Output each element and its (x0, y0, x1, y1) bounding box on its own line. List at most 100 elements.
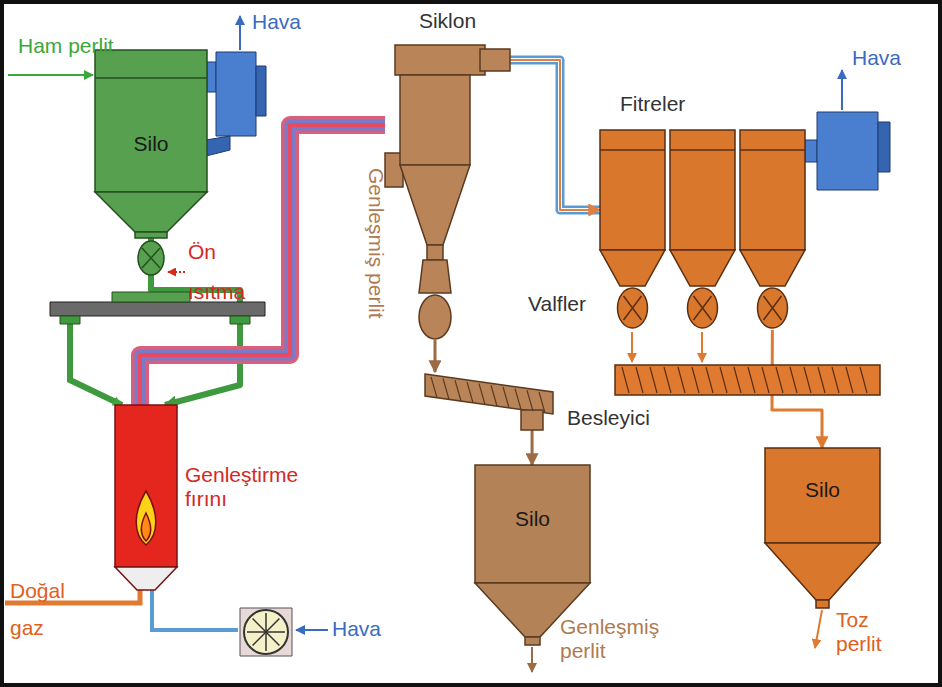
expansion-furnace: Genleştirme fırını (115, 405, 177, 590)
screw-flight (650, 367, 657, 393)
node-label: Fitreler (620, 92, 780, 116)
shape-part (135, 232, 167, 238)
pipe-stroke (510, 60, 600, 210)
shape-part (670, 149, 735, 151)
part-label: Genleşmiş perlit (364, 168, 388, 319)
blower-motor (256, 66, 266, 116)
feed-pipe (70, 318, 122, 405)
pipe-connector (532, 430, 533, 465)
part-label: Hava (252, 10, 301, 34)
screw-flight (491, 385, 497, 406)
node-label: Silo (765, 478, 880, 502)
shape-part (816, 600, 829, 608)
shape-part (480, 49, 510, 71)
part-label: Valfler (528, 292, 586, 316)
shape-part (419, 260, 451, 293)
node-label: Silo (95, 132, 207, 156)
node-label: Genleştirme fırını (185, 463, 315, 511)
part-label: Ön ısıtma (188, 232, 263, 312)
screw-flight (818, 367, 825, 393)
node-shape (385, 45, 510, 340)
shape-part (670, 130, 735, 250)
fan-blade (266, 619, 279, 632)
pipe-stroke (510, 60, 600, 210)
node-shape (600, 130, 805, 330)
screw-flight (479, 384, 485, 405)
shape-part (740, 149, 805, 151)
rotary-valve-cross (142, 248, 160, 268)
screw-flight (762, 367, 769, 393)
shape-part (395, 45, 485, 75)
shape-part (740, 250, 805, 286)
shape-part (95, 50, 207, 192)
part-label: Ham perlit (18, 34, 114, 58)
shape-part (142, 513, 151, 541)
screw-feeder: Besleyici (425, 372, 560, 430)
air-arrow (841, 70, 843, 110)
screw-flight (846, 367, 853, 393)
screw-flight (860, 367, 867, 393)
node-shape (115, 405, 177, 590)
fan-blade (253, 632, 266, 645)
pipe-stroke (433, 340, 436, 372)
discharge-arrow (701, 332, 703, 362)
screw-flight (515, 389, 521, 410)
air-arrow (239, 16, 241, 50)
fan-blade (247, 631, 266, 633)
shape-part (400, 75, 470, 165)
rotary-valve-cross (764, 296, 782, 320)
pipe-stroke (531, 430, 534, 465)
node-label: Besleyici (567, 406, 687, 430)
fan-wheel (244, 610, 288, 654)
screw-conveyor (615, 365, 880, 395)
fan-blade (266, 631, 285, 633)
discharge-arrow (631, 332, 633, 362)
screw-flight (720, 367, 727, 393)
shape-part (525, 637, 540, 645)
rotary-valve (758, 288, 788, 328)
screw-flight (467, 382, 473, 403)
preheat-arrow (168, 271, 185, 273)
rotary-valve-cross (624, 296, 642, 320)
node-shape (765, 448, 880, 608)
distributor-bar (50, 302, 265, 316)
rotary-valve (618, 288, 648, 328)
rotary-valve (688, 288, 718, 328)
screw-flight (678, 367, 685, 393)
rotary-valve-cross (694, 296, 712, 320)
filter-bank: Fitreler (600, 130, 805, 330)
feed-arrow (8, 74, 93, 76)
shape-part (115, 567, 177, 590)
node-label: Siklon (385, 9, 510, 33)
shape-part (475, 465, 590, 583)
air-pipe (152, 590, 238, 630)
shape-part (600, 149, 665, 151)
shape-part (95, 77, 207, 79)
screw-flight (622, 367, 629, 393)
storage-silo: Silo (95, 50, 207, 238)
storage-silo: Silo (765, 448, 880, 608)
pipe-connector (510, 60, 600, 210)
outlet-arrow (531, 647, 533, 672)
screw-flight (455, 380, 461, 401)
part-label: Hava (332, 617, 381, 641)
shape-part (136, 491, 156, 545)
shape-part (600, 130, 665, 250)
distributor-outlet (60, 316, 250, 324)
cyclone-separator: Siklon (385, 45, 510, 340)
fan-blade (266, 632, 279, 645)
screw-flight (790, 367, 797, 393)
screw-flight (734, 367, 741, 393)
screw-flight (503, 387, 509, 408)
fan-blade (265, 613, 267, 632)
pipe-connector (434, 340, 435, 372)
screw-flight (664, 367, 671, 393)
screw-flight (527, 390, 533, 411)
shape-part (427, 245, 443, 260)
shape-part (765, 543, 880, 600)
node-shape (425, 372, 560, 430)
screw-flight (539, 392, 545, 413)
rotary-valve (138, 241, 164, 275)
blower-duct (805, 140, 817, 162)
shape-part (740, 130, 805, 250)
